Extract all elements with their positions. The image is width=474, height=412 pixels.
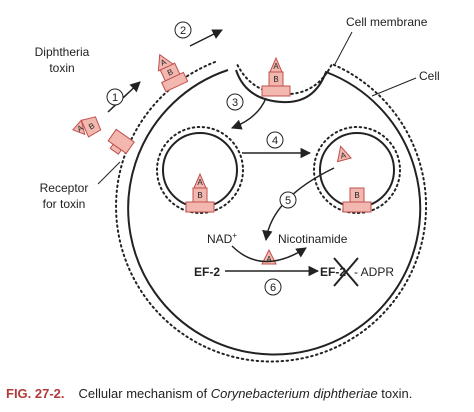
released-a-subunit: A	[336, 145, 352, 163]
svg-text:A: A	[197, 178, 203, 187]
svg-text:2: 2	[180, 25, 186, 37]
svg-text:A: A	[159, 57, 168, 68]
label-nicotinamide: Nicotinamide	[278, 232, 348, 246]
svg-text:6: 6	[270, 282, 276, 294]
step-5-badge: 5	[279, 191, 297, 209]
label-receptor-1: Receptor	[40, 181, 89, 195]
toxin-b-subunit	[80, 116, 102, 138]
vesicle-left-outer	[156, 126, 244, 214]
arrow-step2	[189, 29, 223, 47]
label-ef2-adpr-prefix: EF-2	[320, 265, 346, 279]
toxin-in-left-vesicle: B A	[185, 172, 215, 213]
leader-cell-membrane	[334, 31, 353, 65]
svg-text:B: B	[87, 121, 96, 131]
label-cell-membrane: Cell membrane	[346, 15, 428, 29]
figure-number: FIG. 27-2.	[6, 386, 65, 401]
svg-text:A: A	[273, 62, 279, 71]
svg-text:A: A	[339, 150, 347, 160]
toxin-bound-receptor: B A	[157, 53, 189, 93]
vesicle-right-outer	[313, 126, 401, 214]
receptor-outer-membrane	[107, 128, 135, 155]
svg-text:4: 4	[272, 135, 278, 147]
label-diphtheria-toxin-2: toxin	[49, 61, 74, 75]
svg-text:B: B	[354, 191, 359, 200]
leader-cell	[371, 77, 417, 97]
label-nad: NAD+	[207, 231, 237, 246]
label-receptor-2: for toxin	[43, 197, 86, 211]
svg-text:3: 3	[232, 97, 238, 109]
svg-text:B: B	[166, 67, 175, 77]
caption-text-1: Cellular mechanism of	[78, 386, 211, 401]
svg-text:B: B	[197, 191, 202, 200]
svg-text:A: A	[266, 255, 272, 264]
svg-text:A: A	[76, 123, 86, 134]
free-toxin: A B	[72, 116, 102, 138]
svg-text:B: B	[273, 75, 278, 84]
arrow-nad	[231, 245, 307, 263]
toxin-in-pit: B A	[261, 56, 291, 97]
svg-text:5: 5	[285, 195, 291, 207]
label-cell: Cell	[419, 69, 440, 83]
arrow-step5	[262, 167, 335, 242]
arrow-step3	[231, 97, 267, 130]
step-1-badge: 1	[106, 88, 124, 106]
b-subunit-right-vesicle: B	[342, 187, 372, 213]
diphtheria-toxin-diagram: A B B A B A B A B A A	[35, 15, 440, 363]
step-4-badge: 4	[266, 131, 284, 149]
inactivation-x-mark	[333, 257, 359, 287]
svg-text:1: 1	[112, 92, 118, 104]
figure-caption: FIG. 27-2. Cellular mechanism of Coryneba…	[6, 386, 468, 408]
leader-receptor	[97, 161, 121, 185]
label-ef2-adpr-suffix: - ADPR	[354, 265, 394, 279]
step-3-badge: 3	[226, 93, 244, 111]
cell-membrane-inner	[127, 69, 422, 356]
caption-text-2: toxin.	[377, 386, 413, 401]
label-ef2: EF-2	[194, 265, 220, 279]
step-2-badge: 2	[174, 21, 192, 39]
caption-species: Corynebacterium diphtheriae	[210, 386, 378, 401]
step-6-badge: 6	[264, 278, 282, 296]
label-diphtheria-toxin-1: Diphtheria	[35, 45, 90, 59]
toxin-a-subunit	[72, 119, 86, 136]
arrow-step1	[107, 81, 141, 113]
